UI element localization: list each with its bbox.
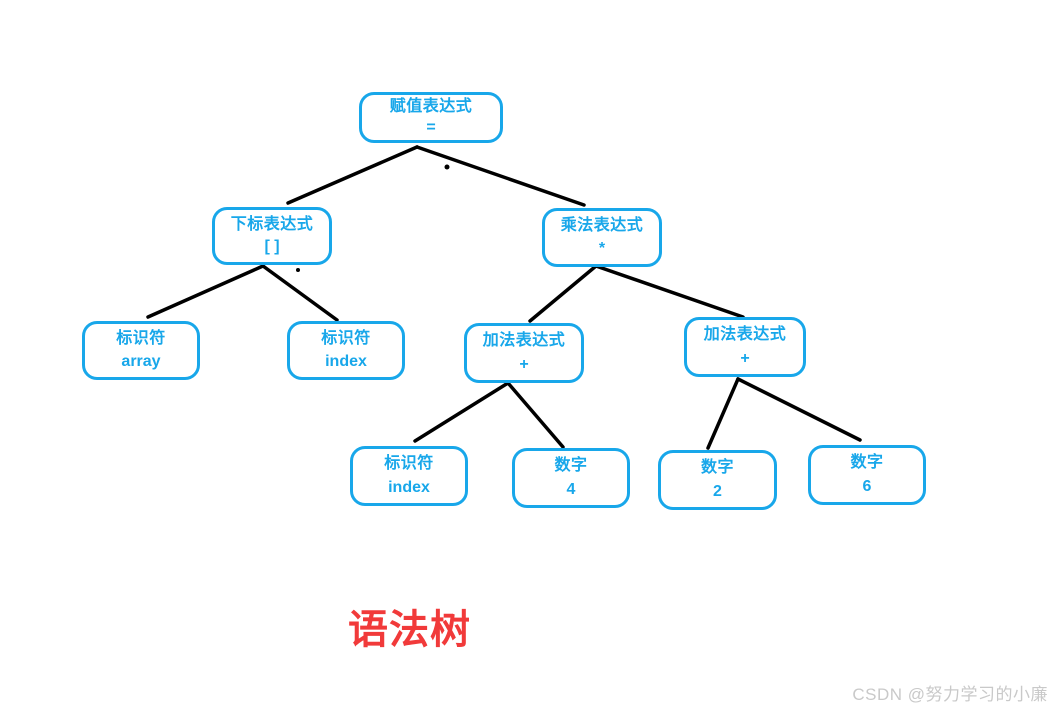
node-label: 标识符 (384, 455, 434, 473)
node-label: 数字 (700, 459, 734, 477)
node-value: 4 (566, 480, 576, 498)
tree-edge (736, 377, 862, 442)
node-value: + (740, 349, 750, 367)
node-label: 下标表达式 (230, 215, 314, 233)
node-label: 加法表达式 (703, 326, 787, 344)
node-value: 2 (713, 482, 722, 500)
node-value: [ ] (264, 238, 280, 256)
tree-node-number-2: 数字 2 (658, 450, 777, 510)
watermark-text: CSDN @努力学习的小廉 (852, 685, 1048, 704)
node-label: 乘法表达式 (560, 217, 644, 234)
diagram-title: 语法树 (348, 608, 471, 652)
node-value: 6 (862, 477, 872, 495)
tree-edge (261, 264, 339, 322)
tree-edge (506, 381, 565, 449)
tree-node-identifier-array: 标识符 array (82, 321, 200, 380)
tree-node-addition-expression-right: 加法表达式 + (684, 317, 806, 377)
tree-node-identifier-index: 标识符 index (287, 321, 405, 380)
node-label: 数字 (850, 454, 884, 472)
tree-edge (594, 264, 745, 319)
node-value: + (519, 355, 529, 373)
tree-node-subscript-expression: 下标表达式 [ ] (212, 207, 332, 265)
tree-edge (706, 377, 740, 450)
tree-edge (528, 264, 598, 323)
node-label: 加法表达式 (482, 332, 566, 350)
tree-node-number-4: 数字 4 (512, 448, 630, 508)
tree-edge (415, 145, 586, 207)
tree-node-identifier-index-2: 标识符 index (350, 446, 468, 506)
node-label: 标识符 (116, 330, 166, 347)
tree-edge (146, 264, 265, 319)
stray-dot (444, 164, 450, 170)
node-label: 数字 (554, 457, 588, 475)
node-label: 标识符 (321, 330, 371, 347)
tree-node-assignment-expression: 赋值表达式 = (359, 92, 503, 143)
node-label: 赋值表达式 (389, 98, 473, 116)
node-value: index (388, 478, 430, 496)
stray-dot (296, 268, 300, 272)
tree-edge (286, 145, 419, 205)
tree-node-number-6: 数字 6 (808, 445, 926, 505)
tree-node-addition-expression-left: 加法表达式 + (464, 323, 584, 383)
tree-edge (413, 381, 510, 443)
node-value: index (325, 353, 367, 370)
node-value: = (426, 118, 436, 136)
node-value: array (121, 353, 161, 370)
node-value: * (598, 240, 606, 257)
tree-node-multiply-expression: 乘法表达式 * (542, 208, 662, 267)
